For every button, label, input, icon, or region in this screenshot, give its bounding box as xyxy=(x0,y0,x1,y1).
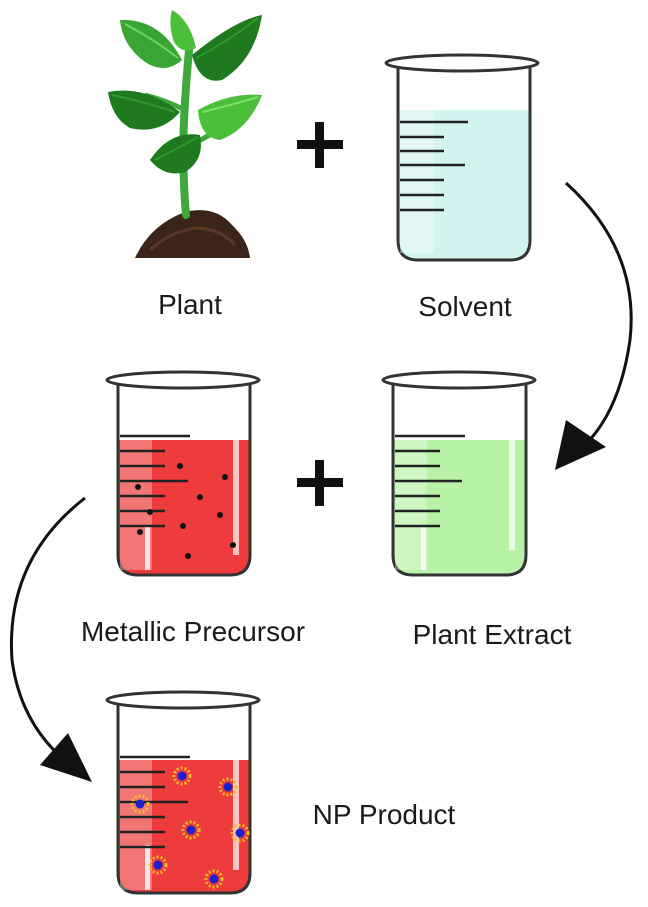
label-solvent: Solvent xyxy=(418,291,512,322)
nanoparticle-icon xyxy=(181,820,201,840)
label-plant: Plant xyxy=(158,289,222,320)
label-np-product: NP Product xyxy=(313,799,456,830)
soil-mound xyxy=(135,210,250,258)
leaf xyxy=(170,10,196,51)
nanoparticles xyxy=(130,766,250,889)
beaker-icon-extract xyxy=(381,370,537,577)
leaf xyxy=(198,94,262,140)
beaker-icon-np-product xyxy=(105,690,261,895)
arrow-icon xyxy=(555,181,633,470)
beaker-icon-solvent xyxy=(384,53,540,262)
arrow-icon xyxy=(9,496,92,782)
nanoparticle-icon xyxy=(172,766,192,786)
label-plant-extract: Plant Extract xyxy=(413,619,572,650)
plus-icon xyxy=(297,122,343,168)
leaf xyxy=(120,19,182,69)
label-metallic-precursor: Metallic Precursor xyxy=(81,616,305,647)
plant-icon xyxy=(108,10,262,258)
nanoparticle-icon xyxy=(230,823,250,843)
leaf xyxy=(192,15,262,81)
nanoparticle-icon xyxy=(148,855,168,875)
leaf xyxy=(108,90,180,130)
plus-icon xyxy=(297,460,343,506)
stem xyxy=(179,36,194,219)
nanoparticle-icon xyxy=(204,869,224,889)
leaf xyxy=(150,134,201,174)
beaker-icon-precursor xyxy=(105,370,261,577)
nanoparticle-icon xyxy=(130,794,150,814)
nanoparticle-icon xyxy=(218,777,238,797)
